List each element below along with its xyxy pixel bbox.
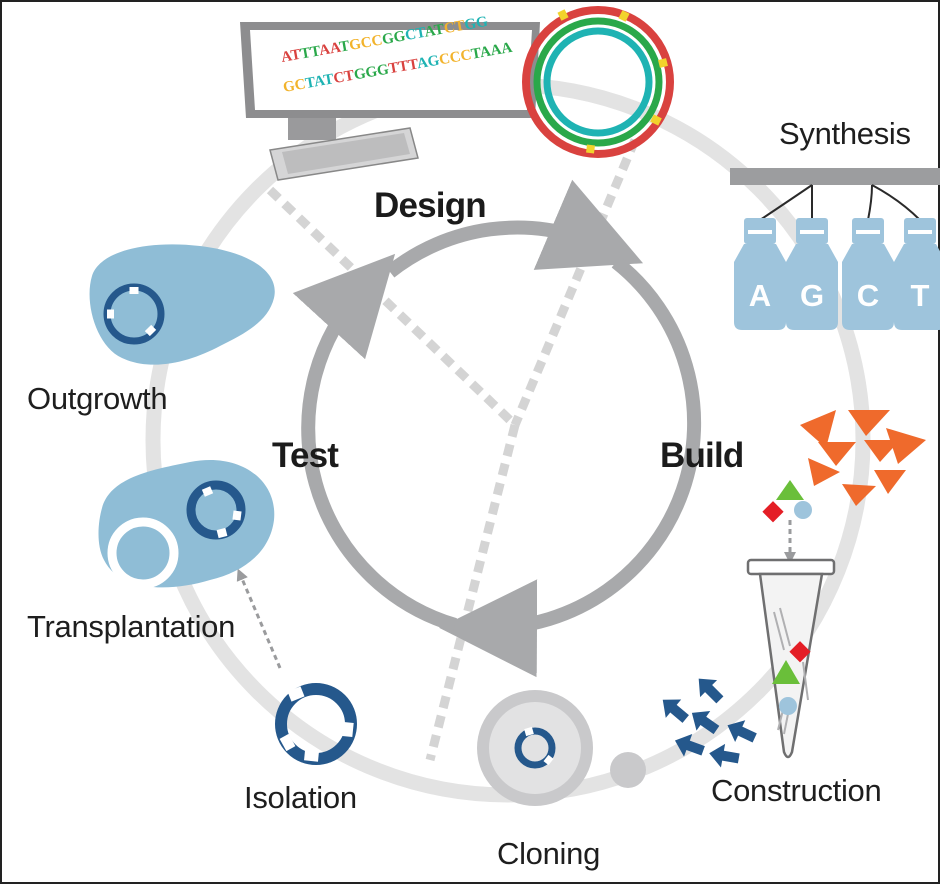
construction-arrow-4: [727, 720, 757, 743]
divider-build-test: [425, 423, 520, 762]
divider-design-build: [510, 138, 640, 427]
dna-parts-icon: [762, 480, 812, 564]
computer-icon: ATTTAATGCCGGCTATCTGG GCTATCTGGGTTTAGCCCT…: [240, 14, 540, 181]
synthesis-tubes: [759, 184, 921, 221]
arrow-design-to-build: [385, 179, 644, 278]
vial-a: A: [734, 218, 786, 330]
step-synthesis-label: Synthesis: [779, 116, 911, 151]
vial-t: T: [894, 218, 940, 330]
outgrowth-cell-icon: [89, 244, 275, 365]
arrow-build-to-test: [439, 256, 702, 678]
step-outgrowth-label: Outgrowth: [27, 381, 168, 416]
vial-label-c: C: [857, 278, 879, 313]
phase-test-label: Test: [272, 436, 339, 475]
phase-build-label: Build: [660, 436, 744, 475]
construction-arrow-3: [691, 711, 720, 735]
arrow-test-to-design: [292, 253, 457, 632]
outer-cycle-ring: [145, 77, 871, 803]
construction-arrows-icon: [662, 678, 757, 768]
transplantation-cell-icon: [98, 459, 275, 589]
inner-cycle-arrows: [292, 179, 702, 678]
construction-arrow-5: [674, 734, 705, 757]
vial-g: G: [786, 218, 838, 330]
construction-arrow-6: [709, 743, 740, 768]
dna-sequence-line-1: ATTTAATGCCGGCTATCTGG: [280, 14, 489, 66]
vial-label-g: G: [800, 278, 824, 313]
dna-plasmid-map-icon: [522, 6, 674, 158]
vial-c: C: [842, 218, 894, 330]
assembly-test-tube-icon: [746, 558, 836, 759]
step-isolation-label: Isolation: [244, 780, 357, 815]
isolation-to-transplantation-arrow: [236, 568, 282, 669]
synthesis-platform: [730, 168, 940, 185]
vial-label-a: A: [749, 278, 771, 313]
enzyme-fragments-icon: [800, 410, 926, 506]
construction-arrow-1: [698, 678, 724, 704]
phase-design-label: Design: [374, 186, 487, 225]
construction-arrow-2: [662, 699, 689, 723]
cloning-dish-icon: [477, 690, 646, 806]
step-transplantation-label: Transplantation: [27, 609, 236, 644]
dna-sequence-line-2: GCTATCTGGGTTTAGCCCTAAA: [282, 40, 514, 96]
step-construction-label: Construction: [711, 773, 882, 808]
isolated-plasmid-icon: [275, 683, 357, 765]
vial-label-t: T: [911, 278, 930, 313]
step-cloning-label: Cloning: [497, 836, 601, 871]
